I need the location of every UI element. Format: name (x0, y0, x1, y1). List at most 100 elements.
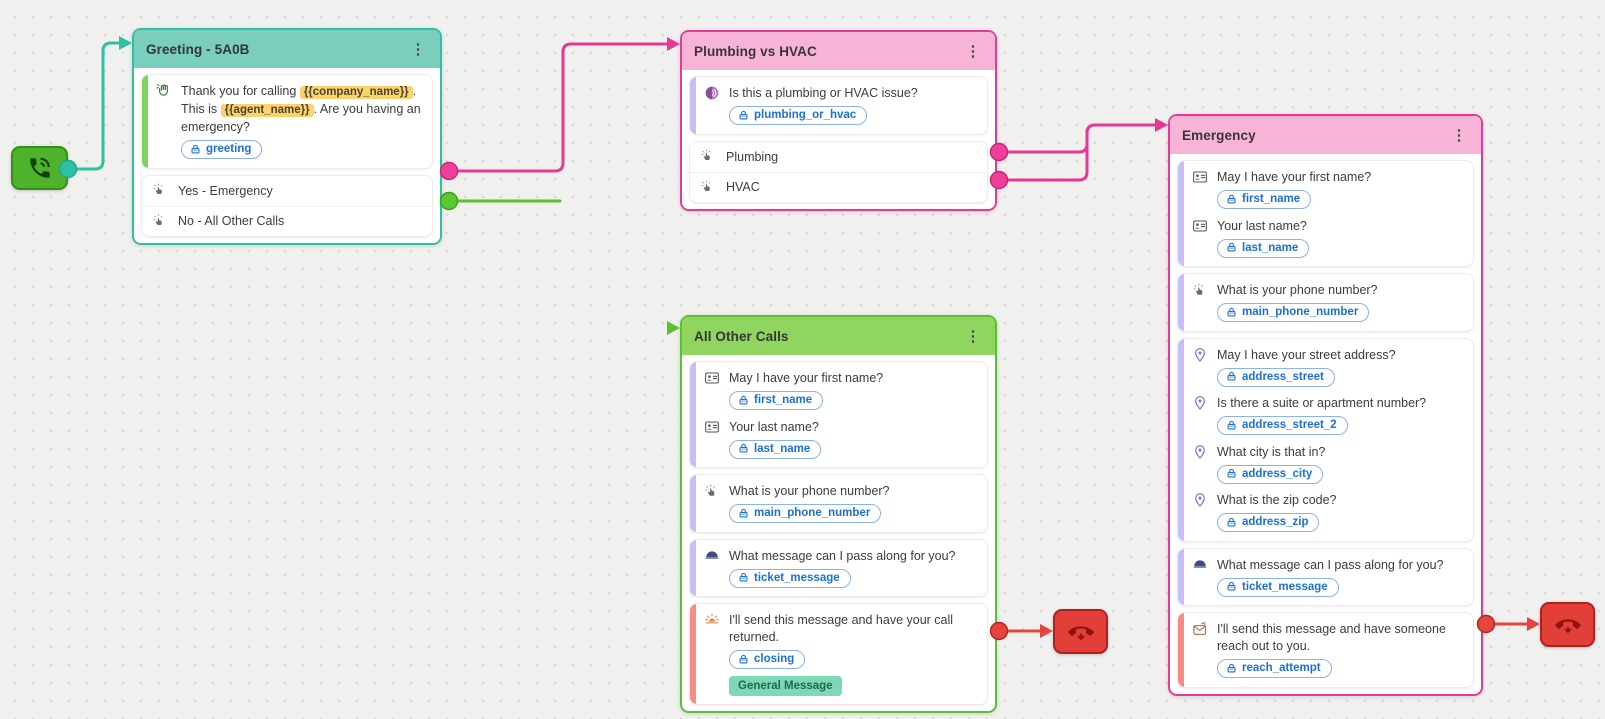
tap-choice-icon (152, 213, 169, 230)
field-chip-address-city[interactable]: address_city (1217, 464, 1324, 484)
tap-number-icon (704, 483, 721, 500)
kebab-menu-icon[interactable]: ⋮ (965, 43, 981, 60)
name-questions-card[interactable]: May I have your first name? first_name Y… (689, 361, 988, 468)
message-question-card[interactable]: What message can I pass along for you? t… (1177, 547, 1474, 606)
lock-icon (739, 654, 748, 663)
address-questions-card[interactable]: May I have your street address? address_… (1177, 337, 1474, 542)
lock-icon (739, 395, 748, 404)
hang-up-icon (1067, 619, 1094, 645)
edge-start-to-greeting[interactable] (73, 41, 122, 171)
question-text: May I have your first name? (729, 371, 884, 385)
tap-choice-icon (700, 179, 717, 196)
field-chip-last-name[interactable]: last_name (729, 439, 822, 459)
field-chip-first-name[interactable]: first_name (729, 391, 824, 410)
sunrise-icon (704, 612, 721, 629)
node-all-other-calls[interactable]: All Other Calls ⋮ May I have your first … (680, 315, 997, 713)
question-text: Is this a plumbing or HVAC issue? (729, 86, 918, 100)
question-text: What is your phone number? (729, 484, 890, 498)
lock-icon (739, 110, 748, 119)
kebab-menu-icon[interactable]: ⋮ (965, 328, 981, 345)
question-text: What city is that in? (1217, 444, 1326, 459)
greeting-message-card[interactable]: Thank you for calling {{company_name}}. … (141, 74, 433, 169)
question-text: Your last name? (729, 419, 819, 434)
arrowhead (1040, 624, 1053, 638)
plumbing-options: Plumbing HVAC (689, 140, 988, 203)
option-label: Plumbing (726, 149, 779, 164)
node-all-other-calls-header[interactable]: All Other Calls ⋮ (682, 317, 995, 355)
phone-question-card[interactable]: What is your phone number? main_phone_nu… (1177, 273, 1474, 332)
closing-message-card[interactable]: I'll send this message and have someone … (1177, 612, 1474, 688)
hang-up-end-node[interactable] (1053, 609, 1108, 654)
lock-icon (1227, 194, 1236, 203)
edge-hvac-to-emergency[interactable] (1003, 128, 1089, 182)
voice-question-icon (704, 85, 721, 102)
arrowhead (667, 321, 680, 335)
node-emergency[interactable]: Emergency ⋮ May I have your first name? … (1168, 114, 1483, 696)
edge-yes-emergency-to-plumbing[interactable] (453, 42, 670, 173)
field-chip-reach-attempt[interactable]: reach_attempt (1217, 659, 1332, 678)
field-chip-closing[interactable]: closing (729, 650, 806, 669)
lock-icon (191, 144, 200, 153)
mail-send-icon (1192, 621, 1209, 638)
kebab-menu-icon[interactable]: ⋮ (1451, 127, 1467, 144)
location-pin-icon (1192, 444, 1209, 461)
lock-icon (1227, 468, 1236, 478)
field-chip-address-street[interactable]: address_street (1217, 367, 1335, 387)
node-plumbing-header[interactable]: Plumbing vs HVAC ⋮ (682, 32, 995, 70)
lock-icon (1227, 420, 1236, 429)
general-message-badge[interactable]: General Message (729, 675, 842, 696)
plumbing-question-card[interactable]: Is this a plumbing or HVAC issue? plumbi… (689, 76, 988, 135)
output-port[interactable] (439, 161, 459, 181)
hang-up-end-node[interactable] (1540, 602, 1595, 647)
field-chip-address-street-2[interactable]: address_street_2 (1217, 416, 1348, 435)
lock-icon (1227, 371, 1236, 381)
option-label: No - All Other Calls (178, 214, 285, 228)
phone-question-card[interactable]: What is your phone number? main_phone_nu… (689, 474, 988, 533)
arrowhead (667, 37, 680, 51)
node-title: All Other Calls (694, 328, 789, 344)
node-emergency-header[interactable]: Emergency ⋮ (1170, 116, 1481, 154)
id-card-icon (1192, 218, 1209, 235)
message-question-card[interactable]: What message can I pass along for you? t… (689, 538, 988, 597)
question-text: What is your phone number? (1217, 283, 1378, 297)
variable-token-company-name[interactable]: {{company_name}} (299, 86, 413, 99)
question-text: Is there a suite or apartment number? (1217, 396, 1427, 410)
field-chip-main-phone-number[interactable]: main_phone_number (729, 504, 882, 523)
output-port[interactable] (439, 191, 459, 211)
closing-message-card[interactable]: I'll send this message and have your cal… (689, 603, 988, 705)
option-yes-emergency[interactable]: Yes - Emergency (142, 176, 432, 206)
question-text: Your last name? (1217, 218, 1307, 233)
field-chip-first-name[interactable]: first_name (1217, 190, 1312, 209)
phone-call-icon (27, 155, 53, 181)
id-card-icon (1192, 169, 1209, 186)
option-label: HVAC (726, 180, 760, 194)
lock-icon (1227, 663, 1236, 672)
lock-icon (739, 572, 748, 582)
name-questions-card[interactable]: May I have your first name? first_name Y… (1177, 160, 1474, 267)
field-chip-ticket-message[interactable]: ticket_message (729, 568, 851, 588)
field-chip-main-phone-number[interactable]: main_phone_number (1217, 303, 1370, 322)
field-chip-plumbing-or-hvac[interactable]: plumbing_or_hvac (729, 106, 868, 125)
question-text: What message can I pass along for you? (1217, 557, 1444, 572)
location-pin-icon (1192, 492, 1209, 509)
option-plumbing[interactable]: Plumbing (690, 142, 987, 172)
node-greeting[interactable]: Greeting - 5A0B ⋮ Thank you for calling … (132, 28, 442, 245)
field-chip-last-name[interactable]: last_name (1217, 238, 1310, 258)
option-no-all-other-calls[interactable]: No - All Other Calls (142, 205, 432, 236)
incoming-call-start-node[interactable] (11, 146, 68, 190)
option-label: Yes - Emergency (178, 183, 273, 198)
variable-token-agent-name[interactable]: {{agent_name}} (220, 104, 314, 117)
kebab-menu-icon[interactable]: ⋮ (410, 41, 426, 58)
waving-hand-icon (156, 83, 173, 100)
field-chip-ticket-message[interactable]: ticket_message (1217, 577, 1339, 597)
tap-choice-icon (152, 182, 169, 199)
field-chip-greeting[interactable]: greeting (181, 140, 263, 159)
field-chip-address-zip[interactable]: address_zip (1217, 513, 1320, 532)
node-plumbing-vs-hvac[interactable]: Plumbing vs HVAC ⋮ Is this a plumbing or… (680, 30, 997, 211)
id-card-icon (704, 370, 721, 387)
node-greeting-header[interactable]: Greeting - 5A0B ⋮ (134, 30, 440, 68)
edge-plumbing-to-emergency[interactable] (1003, 123, 1158, 154)
option-hvac[interactable]: HVAC (690, 171, 987, 202)
question-text: What is the zip code? (1217, 493, 1337, 507)
